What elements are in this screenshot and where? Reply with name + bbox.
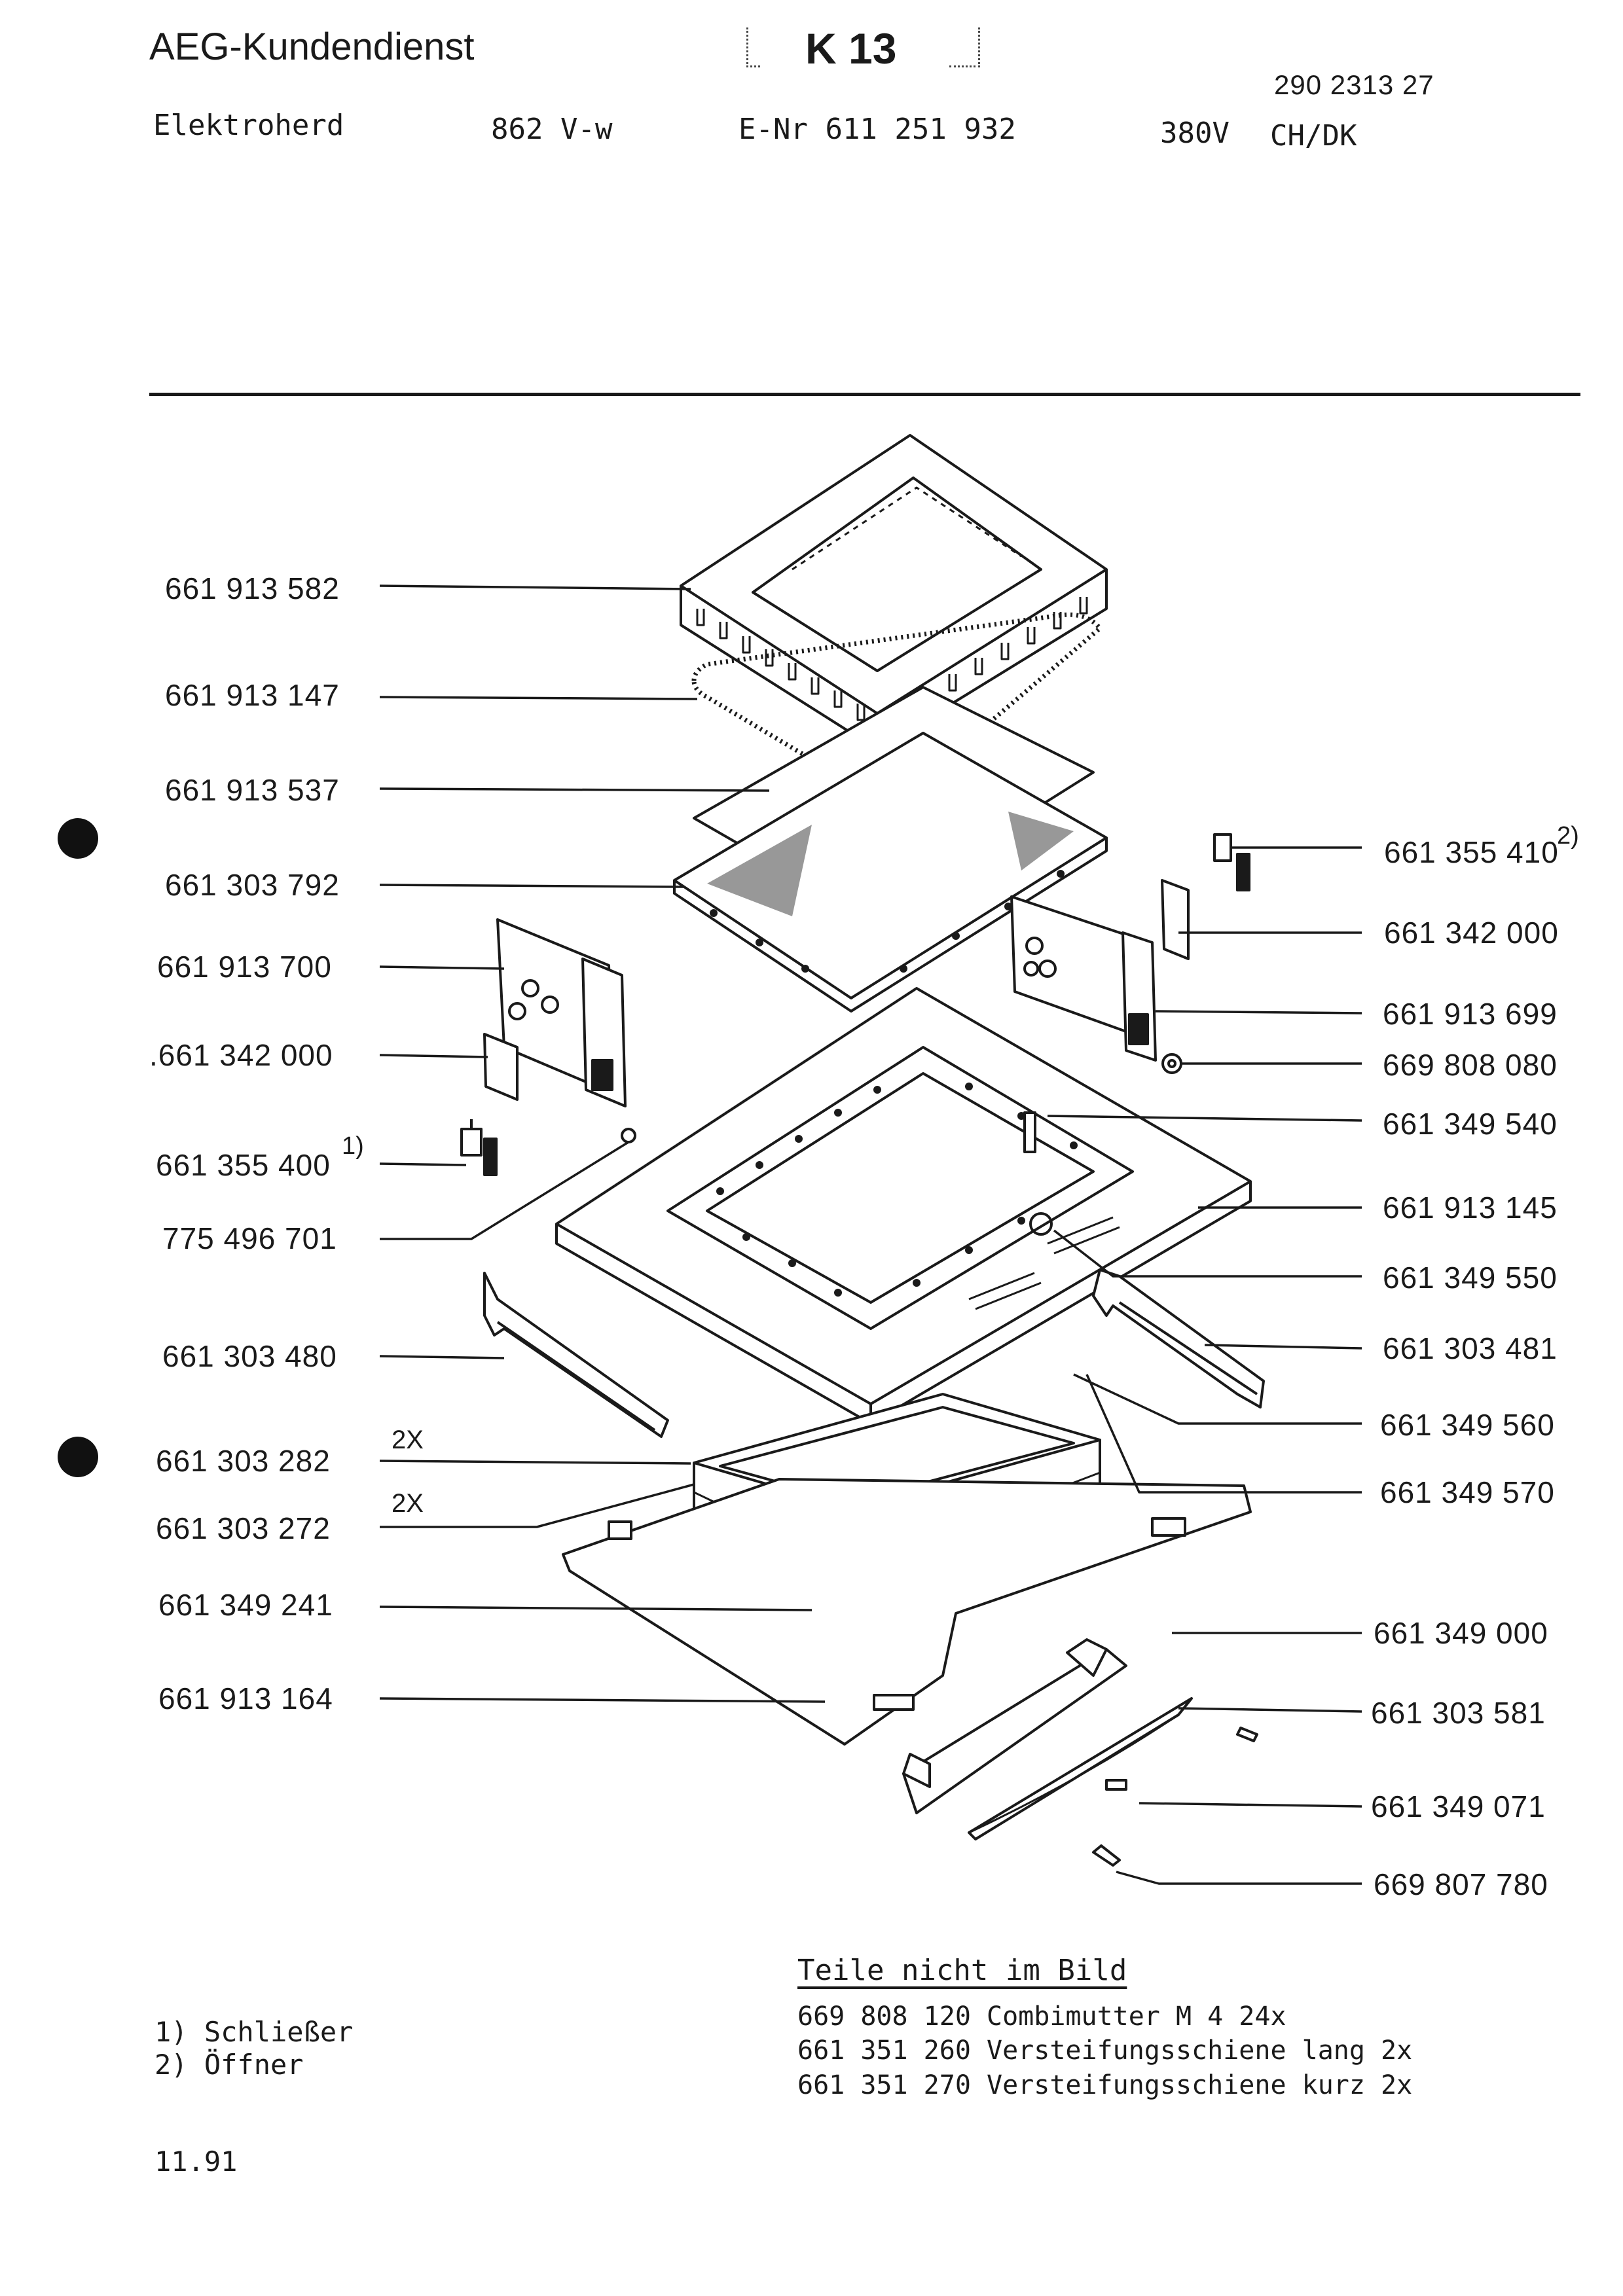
doc-number: 290 2313 27 [1274,69,1434,100]
front-screw-part [1092,1844,1121,1867]
label-left-7-note: 1) [342,1132,364,1160]
base-plate-part [562,1478,1252,1746]
label-right-3: 661 913 699 [1383,997,1558,1031]
label-right-10: 661 349 570 [1380,1475,1555,1509]
label-left-11: 661 303 272 [156,1511,331,1545]
right-hinge-bracket-part [1010,895,1157,1062]
not-shown-item-2: 661 351 260 Versteifungsschiene lang 2x [797,2036,1413,2066]
label-left-5: 661 913 700 [157,950,332,984]
label-right-1-note: 2) [1557,822,1579,850]
label-left-3: 661 913 537 [165,773,340,807]
footnote-1: 1) Schließer [155,2016,354,2048]
sheet-code-frame-right [949,27,980,67]
service-title: AEG-Kundendienst [149,26,475,68]
header-divider [149,393,1580,396]
leader-lines-left [379,584,826,1703]
not-shown-item-1: 669 808 120 Combimutter M 4 24x [797,2001,1286,2032]
left-hinge-part [483,1272,669,1438]
left-switch-part [460,1119,498,1176]
region: CH/DK [1270,119,1357,152]
label-right-7: 661 349 550 [1383,1261,1558,1295]
revision-date: 11.91 [155,2145,238,2178]
label-right-2: 661 342 000 [1384,916,1559,950]
label-right-8: 661 303 481 [1383,1331,1558,1365]
label-right-14: 669 807 780 [1374,1867,1548,1901]
label-left-1: 661 913 582 [165,571,340,605]
heating-frame-part [673,732,1108,1013]
label-left-6: .661 342 000 [149,1038,333,1072]
washer-part [1161,1053,1182,1074]
gasket-part [691,612,1103,804]
label-left-10-qty: 2X [392,1426,424,1454]
voltage: 380V [1160,117,1230,150]
label-right-4: 669 808 080 [1383,1048,1558,1082]
not-shown-item-3: 661 351 270 Versteifungsschiene kurz 2x [797,2070,1413,2100]
left-hinge-bracket-part [496,918,627,1107]
trim-strip-part [968,1697,1193,1840]
top-frame-part [680,434,1108,751]
product-name: Elektroherd [153,109,344,142]
e-number: E-Nr 611 251 932 [739,113,1016,146]
label-left-7: 661 355 400 [156,1148,331,1182]
right-switch-part [1213,833,1250,891]
side-screw-part [1236,1727,1258,1742]
not-shown-title: Teile nicht im Bild [797,1954,1127,1987]
footnote-2: 2) Öffner [155,2049,304,2081]
front-rail-part [902,1638,1127,1814]
model-number: 862 V-w [491,113,613,146]
label-left-13: 661 913 164 [158,1681,333,1715]
label-left-12: 661 349 241 [158,1588,333,1622]
punch-hole-top [58,818,98,859]
left-screw-part [621,1128,636,1143]
leader-lines-right [1047,846,1362,1885]
label-left-11-qty: 2X [392,1489,424,1518]
label-right-5: 661 349 540 [1383,1107,1558,1141]
right-small-plate-part [1161,879,1190,960]
label-right-1: 661 355 410 [1384,835,1559,869]
label-left-10: 661 303 282 [156,1444,331,1478]
label-right-11: 661 349 000 [1374,1616,1548,1650]
label-left-2: 661 913 147 [165,678,340,712]
label-left-8: 775 496 701 [162,1221,337,1255]
punch-hole-bottom [58,1437,98,1477]
clip-part [1105,1779,1127,1791]
label-right-12: 661 303 581 [1371,1696,1546,1730]
label-right-6: 661 913 145 [1383,1191,1558,1225]
label-right-9: 661 349 560 [1380,1408,1555,1442]
label-left-4: 661 303 792 [165,868,340,902]
sheet-code: K 13 [805,24,897,73]
hob-plate-part [555,987,1252,1425]
left-small-plate-part [483,1033,519,1101]
sheet-code-frame-left [746,27,760,67]
label-right-13: 661 349 071 [1371,1789,1546,1823]
right-hinge-part [1092,1268,1265,1408]
label-left-9: 661 303 480 [162,1339,337,1373]
